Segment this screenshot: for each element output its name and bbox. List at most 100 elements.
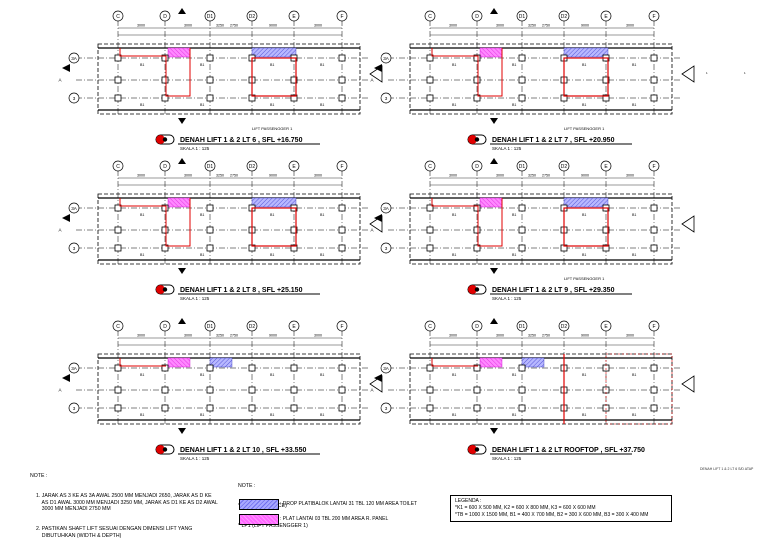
column: [161, 226, 169, 234]
grid-bubble-label: E: [604, 324, 608, 330]
grid-bubble-label: D2: [249, 324, 256, 330]
dimension-text: 3000: [314, 334, 322, 338]
grid-bubble-label: D2: [561, 324, 568, 330]
lift-caption: LIFT PASSENGGER 1: [564, 126, 605, 131]
grid-bubble: [424, 10, 436, 22]
grid-bubble-label: E: [604, 164, 608, 170]
section-marker-left: [62, 214, 70, 222]
row-bubble-label: 3: [73, 406, 76, 411]
blue-hatch-area: [251, 47, 297, 58]
plan-title: DENAH LIFT 1 & 2 LT 8 , SFL +25.150: [180, 287, 303, 294]
grid-bubble: [424, 320, 436, 332]
beam-label: B1: [270, 63, 274, 67]
row-label: A: [58, 228, 61, 233]
column: [161, 94, 169, 102]
grid-bubble: [246, 10, 258, 22]
beam-label: B1: [452, 373, 456, 377]
grid-bubble: [288, 10, 300, 22]
beam-label: B1: [320, 253, 324, 257]
column: [114, 94, 122, 102]
column: [114, 54, 122, 62]
lift-shaft-outline: [431, 358, 478, 367]
beam-label: B1: [200, 63, 204, 67]
column: [290, 94, 298, 102]
grid-bubble: [288, 160, 300, 172]
column: [248, 386, 256, 394]
plan-title: DENAH LIFT 1 & 2 LT 7 , SFL +20.950: [492, 137, 615, 144]
plan-scale: SKALA 1 : 125: [180, 146, 210, 151]
grid-bubble: [558, 10, 570, 22]
section-marker-right: [681, 375, 695, 393]
dimension-text: 3000: [449, 24, 457, 28]
column: [338, 364, 346, 372]
grid-bubble: [648, 320, 660, 332]
grid-bubble: [648, 160, 660, 172]
row-bubble-label: 3A: [383, 366, 390, 371]
grid-bubble-label: D: [163, 324, 167, 330]
grid-bubble-label: D2: [249, 164, 256, 170]
beam-label: B1: [452, 253, 456, 257]
column: [602, 76, 610, 84]
beam-label: B1: [512, 253, 516, 257]
plan-title: DENAH LIFT 1 & 2 LT 10 , SFL +33.550: [180, 447, 306, 454]
grid-bubble-label: D: [475, 324, 479, 330]
beam-label: B1: [270, 213, 274, 217]
dimension-text: 3000: [184, 334, 192, 338]
pink-hatch-area: [479, 197, 503, 208]
dimension-text: 3250: [216, 24, 224, 28]
grid-bubble-label: D2: [561, 164, 568, 170]
blue-hatch-label: : DROP PLATIBALOK LANTAI 31 TBL 120 MM A…: [280, 501, 418, 507]
note-item-1: 1. JARAK AS 3 KE AS 3A AWAL 2500 MM MENJ…: [36, 492, 218, 513]
dimension-text: 3250: [216, 334, 224, 338]
column: [473, 244, 481, 252]
beam-label: B1: [200, 253, 204, 257]
grid-bubble: [159, 320, 171, 332]
grid-bubble: [600, 320, 612, 332]
column: [650, 94, 658, 102]
dimension-text: 3000: [449, 174, 457, 178]
note-item-2: 2. PASTIKAN SHAFT LIFT SESUAI DENGAN DIM…: [36, 525, 193, 539]
column: [206, 386, 214, 394]
lift-caption: LIFT PASSENGGER 1: [564, 276, 605, 281]
dimension-text: 2750: [542, 24, 550, 28]
lift-shaft-outline: [251, 207, 297, 247]
title-marker-half: [468, 445, 477, 454]
beam-label: B1: [632, 253, 636, 257]
dimension-text: 3000: [626, 334, 634, 338]
beam-label: B1: [320, 373, 324, 377]
dimension-text: 2750: [230, 174, 238, 178]
column: [602, 244, 610, 252]
beam-label: B1: [512, 413, 516, 417]
row-bubble-label: 3: [385, 406, 388, 411]
column: [602, 94, 610, 102]
column: [290, 226, 298, 234]
grid-bubble-label: E: [292, 14, 296, 20]
column: [518, 76, 526, 84]
beam-label: B1: [140, 373, 144, 377]
lift-caption: LIFT PASSENGGER 1: [252, 126, 293, 131]
plan-title: DENAH LIFT 1 & 2 LT 6 , SFL +16.750: [180, 137, 303, 144]
beam-label: B1: [320, 63, 324, 67]
row-bubble: [68, 362, 80, 374]
column: [206, 54, 214, 62]
column: [518, 226, 526, 234]
title-marker-half: [156, 135, 165, 144]
beam-label: B1: [582, 253, 586, 257]
grid-bubble-label: F: [652, 14, 655, 20]
lift-shaft-outline: [563, 57, 609, 97]
column: [473, 364, 481, 372]
grid-bubble: [471, 160, 483, 172]
dimension-text: 2750: [230, 24, 238, 28]
lift-note-lp1: * LP1 (LIFT PASSENGGER 1): [238, 522, 308, 529]
grid-bubble: [336, 320, 348, 332]
column: [206, 404, 214, 412]
column: [426, 204, 434, 212]
plan-scale: SKALA 1 : 125: [180, 456, 210, 461]
grid-bubble-label: D: [475, 14, 479, 20]
beam-label: B1: [582, 63, 586, 67]
column: [650, 76, 658, 84]
grid-bubble: [112, 320, 124, 332]
column: [161, 386, 169, 394]
